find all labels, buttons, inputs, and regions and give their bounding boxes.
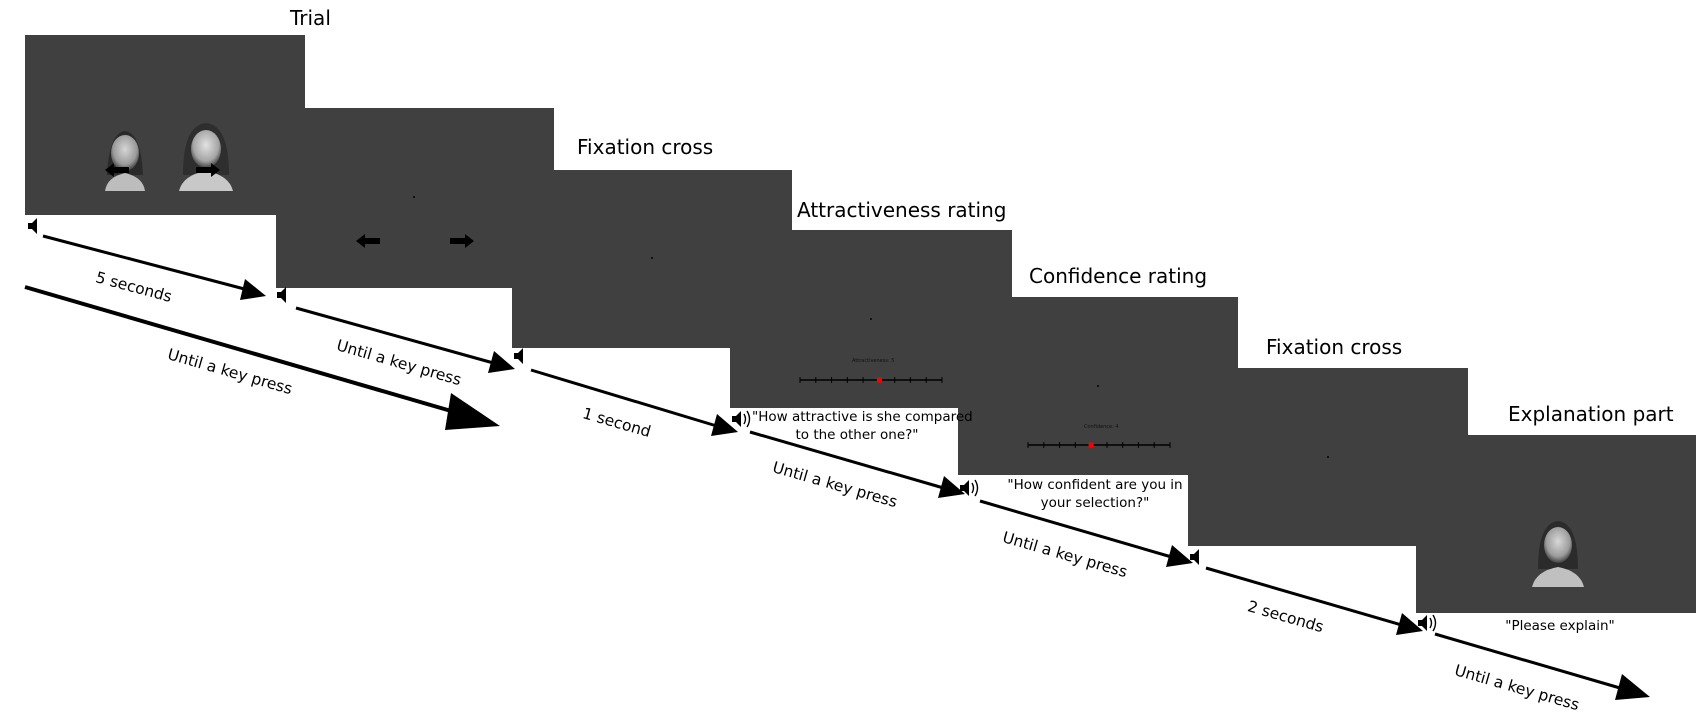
fixation-dot <box>870 318 872 320</box>
speaker-icon <box>1190 549 1199 565</box>
face-explain <box>1532 521 1584 587</box>
trial-screen <box>25 35 305 215</box>
speaker-icon <box>277 287 286 303</box>
arrow-confidence <box>979 499 1176 560</box>
face-right <box>179 123 233 191</box>
title-explanation: Explanation part <box>1508 402 1674 426</box>
left-arrow-icon <box>105 163 129 177</box>
explanation-screen <box>1416 435 1696 613</box>
arrow-fixation-2 <box>1205 566 1406 628</box>
right-arrow-icon <box>450 234 474 248</box>
face-left <box>105 131 145 191</box>
title-attractiveness: Attractiveness rating <box>797 198 1007 222</box>
confidence-question-line2: your selection?" <box>1040 495 1150 511</box>
speaker-sound-icon <box>960 479 979 497</box>
title-fixation-1: Fixation cross <box>577 135 714 159</box>
speaker-icon <box>28 218 37 234</box>
arrow-trial <box>42 234 253 293</box>
fixation-dot <box>651 257 653 259</box>
left-arrow-icon <box>356 234 380 248</box>
fixation-dot <box>1327 456 1329 458</box>
scale-label: Attractiveness: 5 <box>852 358 895 364</box>
attractiveness-question-line1: "How attractive is she compared <box>752 409 973 425</box>
title-fixation-2: Fixation cross <box>1266 335 1403 359</box>
title-trial: Trial <box>290 6 331 30</box>
arrow-attractiveness <box>749 430 948 491</box>
fixation-dot <box>1097 385 1099 387</box>
explanation-prompt: "Please explain" <box>1505 618 1615 634</box>
speaker-sound-icon <box>732 410 751 428</box>
rating-scale <box>1027 442 1171 448</box>
arrow-explanation <box>1434 632 1621 690</box>
speaker-icon <box>514 348 523 364</box>
fixation-dot <box>413 196 415 198</box>
confidence-question-line1: "How confident are you in <box>1007 477 1183 493</box>
rating-scale <box>799 377 943 383</box>
arrow-response <box>295 306 498 366</box>
main-arrowhead <box>445 393 500 430</box>
response-screen <box>276 108 554 288</box>
speaker-sound-icon <box>1418 614 1437 632</box>
title-confidence: Confidence rating <box>1029 264 1208 288</box>
main-arrow <box>24 285 459 415</box>
arrow-fixation-1 <box>530 368 721 429</box>
attractiveness-question-line2: to the other one?" <box>795 427 919 443</box>
scale-label: Confidence: 4 <box>1084 424 1119 430</box>
right-arrow-icon <box>196 163 220 177</box>
